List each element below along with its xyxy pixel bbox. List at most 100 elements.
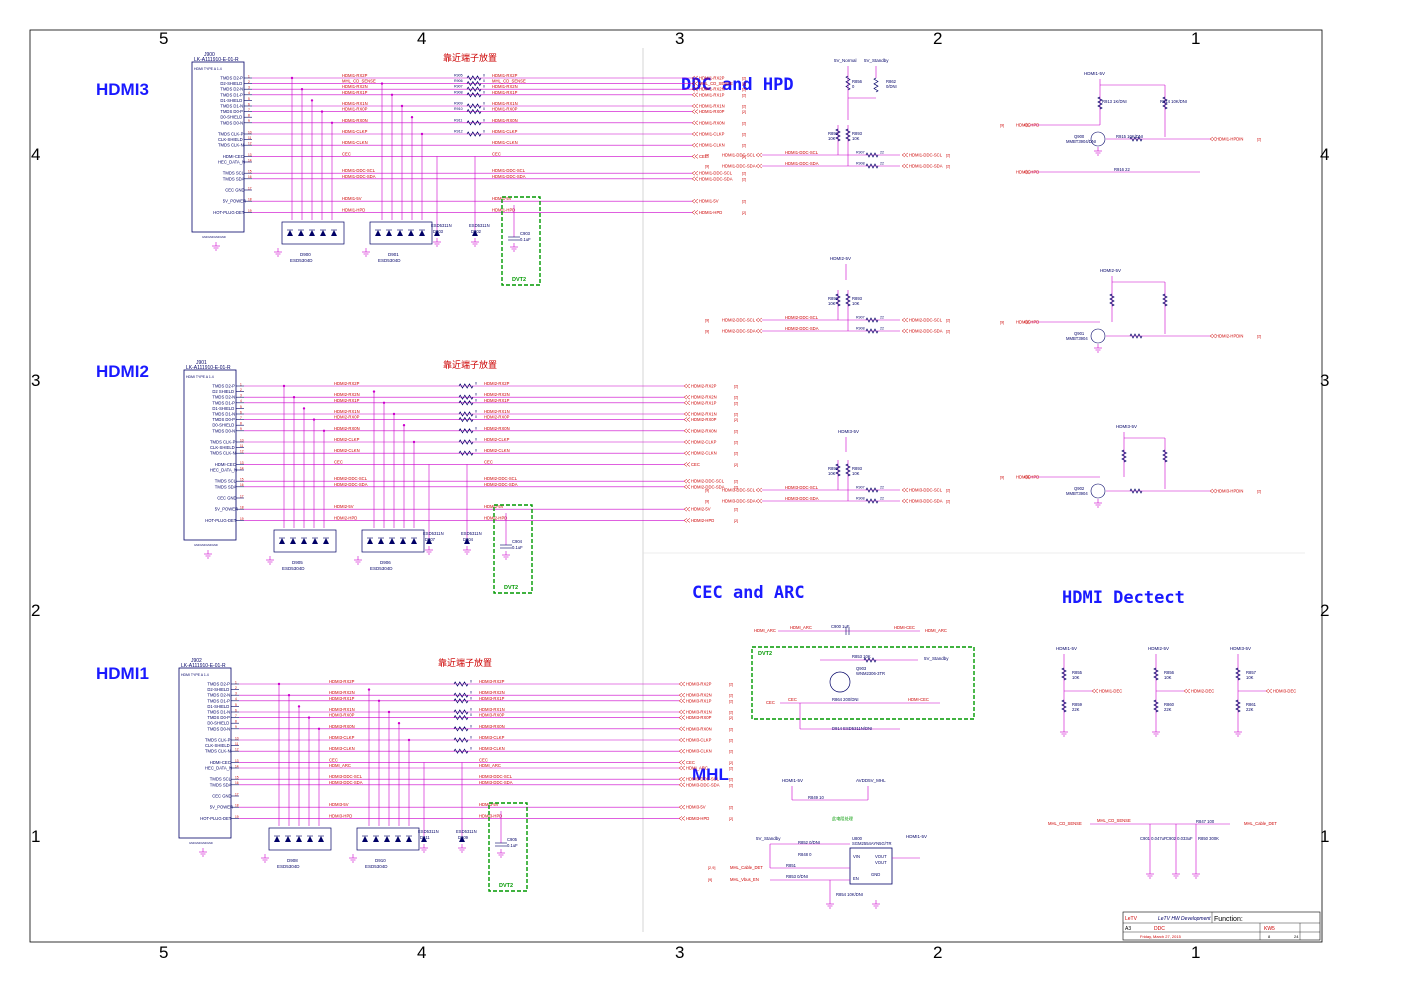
tvs-diode-icon xyxy=(434,230,440,236)
zone-top-2: 2 xyxy=(933,29,942,48)
esd-diode-icon xyxy=(307,836,313,842)
pin-number: 5 xyxy=(248,97,250,101)
connector-part: LK-A111910-E-01-R xyxy=(186,365,231,371)
zone-right-3: 3 xyxy=(1320,371,1329,390)
esd-diode-icon xyxy=(373,836,379,842)
esd-diode-icon xyxy=(362,836,368,842)
net-label-right: HDMI3-RX1N xyxy=(479,707,505,712)
port-arrow xyxy=(691,109,699,114)
connector-pin-label: CEC GND xyxy=(212,794,231,799)
port-arrow xyxy=(1023,169,1031,175)
supply-label: HDMI2-5V xyxy=(1100,268,1121,273)
connector-pin-label: TMDS D2-P xyxy=(212,384,235,389)
shield-pin: GND xyxy=(195,841,201,845)
pin-number: 5 xyxy=(235,703,237,707)
ddc-net-label: HDMI3-DDC-SCL xyxy=(785,485,819,490)
connector-pin-label: D0-SHIELD xyxy=(212,423,234,428)
port-arrow xyxy=(683,462,691,467)
net-label-right: HDMI2-RX0N xyxy=(484,426,510,431)
supply-label: 5V_Normal xyxy=(834,58,857,63)
page-ref: [2] xyxy=(729,767,733,771)
series-resistor xyxy=(458,416,474,423)
connector-pin-label: D2 SHIELD xyxy=(212,389,234,394)
esd-ref: D900 xyxy=(300,252,311,257)
net-label-left: HDMI3-RX1P xyxy=(329,696,355,701)
port-label: HDMI3-HPD xyxy=(686,816,709,821)
port-arrow xyxy=(1091,688,1099,694)
connector-pin-label: TMDS CLK-P xyxy=(205,738,231,743)
port-arrow xyxy=(691,170,699,176)
page-ref: [2] xyxy=(729,683,733,687)
connector-pin-label: HOT-PLUG-DET xyxy=(213,210,245,215)
series-resistor xyxy=(453,737,469,743)
pullup-resistor xyxy=(835,293,841,307)
pin-number: 17 xyxy=(248,186,252,190)
series-resistor xyxy=(453,748,469,754)
shield-pin: GND xyxy=(189,841,195,845)
diode-ref: D914 ESD5311N/DNI xyxy=(832,726,872,731)
port-label: HDMI3-CLKN xyxy=(686,749,712,754)
resistor-ref: R859 xyxy=(1072,702,1083,707)
port-label: HDMI1-5V xyxy=(699,199,719,204)
page-ref: [2] xyxy=(729,716,733,720)
tvs-diode-icon xyxy=(459,836,465,842)
esd-diode-icon xyxy=(331,230,337,236)
esd-diode-icon xyxy=(301,538,307,544)
resistor-ref: R907 xyxy=(856,486,865,490)
pin-number: 18 xyxy=(240,506,244,510)
tvs-ref: D907 xyxy=(425,537,436,542)
ddc-net-label: HDMI2-DDC-SCL xyxy=(785,315,819,320)
port-label: HDMI2-RX2P xyxy=(691,384,717,389)
resistor-ref: R854 10K/DNI xyxy=(836,892,863,897)
page-ref: [2] xyxy=(729,694,733,698)
supply-label: HDMI1-5V xyxy=(782,778,803,783)
port-arrow xyxy=(901,328,909,334)
pin-number: 8 xyxy=(248,114,250,118)
resistor-value: 0 xyxy=(475,398,477,402)
page-ref: [2] xyxy=(734,452,738,456)
connector-pin-label: D0-SHIELD xyxy=(220,115,242,120)
port-arrow xyxy=(1023,122,1031,128)
connector-pin-label: HEC_DATA_N xyxy=(218,160,245,165)
net-label-left: HDMI2-DDC-SCL xyxy=(334,476,368,481)
port-label: HDMI3-CLKP xyxy=(686,738,712,743)
port-label: HDMI1-RX2P xyxy=(699,76,725,81)
page-ref: [2] xyxy=(729,778,733,782)
resistor-value: 10K xyxy=(852,301,860,306)
port-arrow xyxy=(683,450,691,456)
dvt2-box xyxy=(488,802,528,892)
page-ref: [2] xyxy=(946,165,950,169)
transistor-ref: Q902 xyxy=(1074,486,1085,491)
page-ref: [9] xyxy=(705,500,709,504)
series-resistor xyxy=(466,120,482,126)
port-arrow xyxy=(678,692,686,698)
ic-pin: VOUT xyxy=(875,854,887,859)
junction-dot xyxy=(290,76,294,80)
mhl-det-port: MHL_Cable_DET xyxy=(1244,821,1277,826)
tvs-part: ESD5311N xyxy=(461,531,482,536)
esd-ref: D905 xyxy=(292,560,303,565)
pin-number: 7 xyxy=(235,714,237,718)
port-arrow xyxy=(678,715,686,720)
pin-number: 17 xyxy=(235,792,239,796)
port-arrow xyxy=(678,765,686,771)
pin-number: 5 xyxy=(240,405,242,409)
ddc-net-label: HDMI1-DDC-SDA xyxy=(785,161,819,166)
net-label-right: CEC xyxy=(479,757,488,762)
tvs-ref: D904 xyxy=(463,537,474,542)
page-ref: [2] xyxy=(946,489,950,493)
cap-ref: C900 1uF xyxy=(831,624,850,629)
page-ref: [2] xyxy=(742,172,746,176)
net-label-left: HDMI2-CLKP xyxy=(334,437,360,442)
port-arrow xyxy=(901,163,909,169)
series-resistor xyxy=(458,383,474,389)
cap-ref: C904 xyxy=(512,539,523,544)
tvs-diode-icon xyxy=(421,836,427,842)
connector-pin-label: HDMI-CEC xyxy=(210,760,231,765)
pin-number: 12 xyxy=(235,748,239,752)
pin-number: 6 xyxy=(235,708,237,712)
connector-pin-label: TMDS D0-P xyxy=(207,715,230,720)
port-label: HDMI1-RX2N xyxy=(699,87,725,92)
port-label: HDMI2-5V xyxy=(691,507,711,512)
